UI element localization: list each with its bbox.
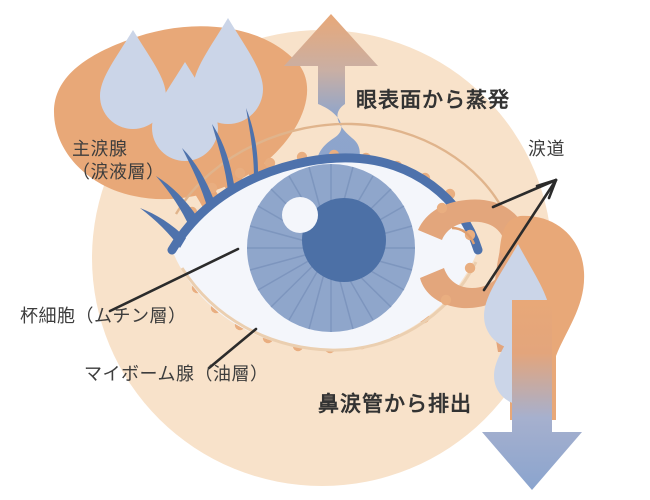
label-main-lacrimal-gland-line2: （涙液層）: [72, 162, 165, 183]
eye-icon: [167, 153, 483, 352]
label-nasolacrimal-drainage: 鼻涙管から排出: [318, 393, 472, 416]
label-meibomian-gland: マイボーム腺（油層）: [84, 364, 269, 384]
lacrimal-tear-drops: [100, 18, 263, 161]
lower-eyelid-line: [180, 261, 478, 352]
eye-highlight-icon: [282, 197, 318, 233]
eyelash-icon: [140, 108, 258, 248]
label-lacrimal-passage: 涙道: [528, 139, 565, 159]
label-main-lacrimal-gland-line1: 主涙腺: [72, 139, 128, 159]
label-main-lacrimal-gland: 主涙腺 （涙液層）: [72, 138, 165, 184]
pupil-icon: [302, 198, 386, 282]
pointer-arrowhead-passage: [535, 178, 558, 200]
tear-drop-icon: [152, 62, 218, 161]
pointer-line-goblet: [108, 247, 240, 313]
pointer-line-passage-a: [482, 178, 558, 292]
orbital-arc: [174, 122, 508, 217]
tear-drop-icon: [193, 18, 263, 124]
evaporation-arrow-icon: [284, 14, 378, 192]
label-evaporation: 眼表面から蒸発: [356, 89, 510, 112]
pointer-line-meibomian: [207, 327, 258, 370]
tear-drop-icon: [100, 30, 166, 129]
label-goblet-cells: 杯細胞（ムチン層）: [20, 306, 187, 326]
drainage-arrow-icon: [482, 300, 582, 490]
pointer-lines: [108, 178, 558, 370]
